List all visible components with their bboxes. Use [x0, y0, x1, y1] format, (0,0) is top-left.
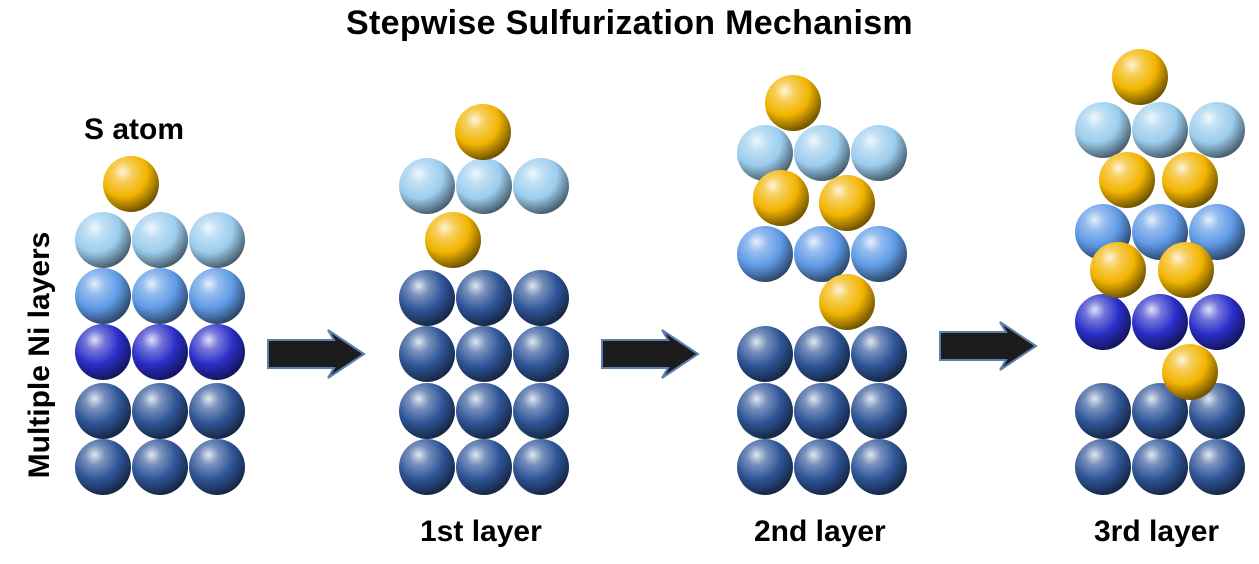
ni-atom-panel4-layer4-3	[1189, 383, 1245, 439]
ni-atom-panel2-layer5-3	[513, 439, 569, 495]
ni-atom-panel4-layer3-2	[1132, 294, 1188, 350]
ni-atom-panel3-layer3-1	[737, 326, 793, 382]
ni-atom-panel4-layer4-1	[1075, 383, 1131, 439]
step-arrow-3	[939, 321, 1038, 371]
ni-atom-panel2-layer4-2	[456, 383, 512, 439]
ni-atom-panel1-layer4-1	[75, 383, 131, 439]
ni-atom-panel2-layer4-1	[399, 383, 455, 439]
ni-atom-panel2-layer3-1	[399, 326, 455, 382]
step-arrow-1	[267, 329, 366, 379]
sulfur-atom-panel2-2	[425, 212, 481, 268]
ni-atom-panel1-layer5-2	[132, 439, 188, 495]
stage2-label: 2nd layer	[754, 515, 886, 548]
ni-atom-panel3-layer1-2	[794, 125, 850, 181]
ni-atom-panel4-layer5-3	[1189, 439, 1245, 495]
ni-atom-panel4-layer1-1	[1075, 102, 1131, 158]
ni-atom-panel1-layer2-3	[189, 268, 245, 324]
ni-atom-panel3-layer3-2	[794, 326, 850, 382]
ni-atom-panel1-layer4-2	[132, 383, 188, 439]
ni-atom-panel1-layer3-1	[75, 324, 131, 380]
sulfur-atom-panel4-1	[1112, 49, 1168, 105]
ni-atom-panel4-layer3-3	[1189, 294, 1245, 350]
ni-atom-panel1-layer1-1	[75, 212, 131, 268]
sulfur-atom-panel4-4	[1090, 242, 1146, 298]
ni-atom-panel2-layer1-3	[513, 158, 569, 214]
sulfur-atom-panel3-3	[819, 175, 875, 231]
ni-atom-panel2-layer1-1	[399, 158, 455, 214]
step-arrow-2	[601, 329, 700, 379]
ni-atom-panel2-layer3-3	[513, 326, 569, 382]
sulfur-atom-panel3-4	[819, 274, 875, 330]
ni-atom-panel3-layer2-3	[851, 226, 907, 282]
ni-atom-panel4-layer5-2	[1132, 439, 1188, 495]
ni-atom-panel4-layer2-3	[1189, 204, 1245, 260]
s-atom-label: S atom	[84, 113, 185, 146]
ni-atom-panel3-layer5-1	[737, 439, 793, 495]
ni-atom-panel4-layer5-1	[1075, 439, 1131, 495]
ni-atom-panel4-layer1-3	[1189, 102, 1245, 158]
sulfur-atom-panel4-5	[1158, 242, 1214, 298]
ni-atom-panel2-layer5-1	[399, 439, 455, 495]
ni-atom-panel1-layer2-2	[132, 268, 188, 324]
ni-atom-panel3-layer5-3	[851, 439, 907, 495]
ni-atom-panel2-layer4-3	[513, 383, 569, 439]
arrows-layer	[267, 321, 1038, 379]
sulfur-atom-panel3-1	[765, 75, 821, 131]
sulfur-atom-panel4-6	[1162, 344, 1218, 400]
ni-atom-panel2-layer1-2	[456, 158, 512, 214]
ni-atom-panel3-layer4-3	[851, 383, 907, 439]
ni-atom-panel2-layer3-2	[456, 326, 512, 382]
ni-atom-panel4-layer4-2	[1132, 383, 1188, 439]
ni-atom-panel2-layer2-3	[513, 270, 569, 326]
sulfur-atom-panel4-3	[1162, 152, 1218, 208]
ni-atom-panel3-layer4-2	[794, 383, 850, 439]
sulfur-atom-panel3-2	[753, 170, 809, 226]
ni-atom-panel3-layer2-2	[794, 226, 850, 282]
atoms-layer	[75, 49, 1245, 495]
sulfur-atom-panel1-1	[103, 156, 159, 212]
stage1-label: 1st layer	[420, 515, 542, 548]
ni-atom-panel2-layer2-1	[399, 270, 455, 326]
ni-atom-panel1-layer5-1	[75, 439, 131, 495]
ni-atom-panel3-layer4-1	[737, 383, 793, 439]
ni-atom-panel3-layer3-3	[851, 326, 907, 382]
ni-atom-panel3-layer5-2	[794, 439, 850, 495]
ni-atom-panel4-layer1-2	[1132, 102, 1188, 158]
ni-atom-panel1-layer3-3	[189, 324, 245, 380]
ni-atom-panel1-layer2-1	[75, 268, 131, 324]
ni-atom-panel3-layer2-1	[737, 226, 793, 282]
ni-atom-panel1-layer1-2	[132, 212, 188, 268]
sulfur-atom-panel2-1	[455, 104, 511, 160]
ni-atom-panel1-layer4-3	[189, 383, 245, 439]
diagram-title: Stepwise Sulfurization Mechanism	[346, 4, 913, 42]
ni-atom-panel1-layer5-3	[189, 439, 245, 495]
ni-atom-panel1-layer3-2	[132, 324, 188, 380]
ni-atom-panel1-layer1-3	[189, 212, 245, 268]
sulfur-atom-panel4-2	[1099, 152, 1155, 208]
ni-atom-panel3-layer1-1	[737, 125, 793, 181]
stage3-label: 3rd layer	[1094, 515, 1220, 548]
ni-atom-panel4-layer3-1	[1075, 294, 1131, 350]
ni-atom-panel3-layer1-3	[851, 125, 907, 181]
ni-atom-panel2-layer2-2	[456, 270, 512, 326]
ni-atom-panel2-layer5-2	[456, 439, 512, 495]
